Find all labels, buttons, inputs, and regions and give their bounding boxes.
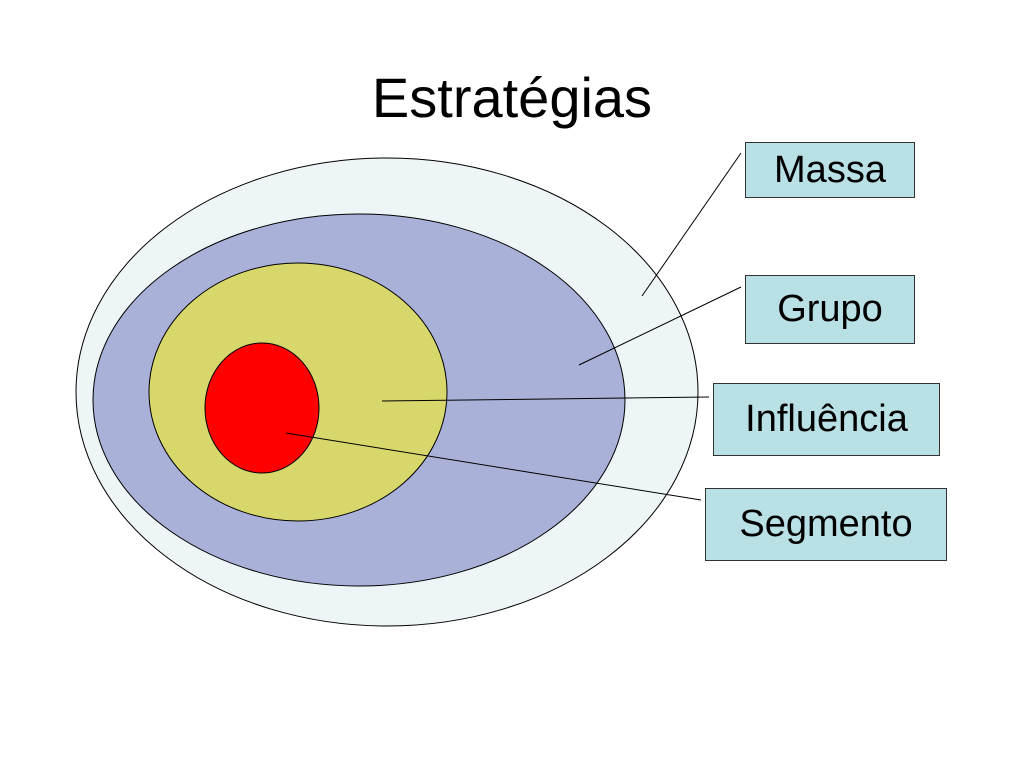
- label-massa: Massa: [745, 142, 915, 198]
- ellipse-segmento: [204, 342, 320, 474]
- connector-grupo: [578, 286, 742, 366]
- slide-title: Estratégias: [371, 66, 653, 129]
- label-segmento-text: Segmento: [739, 503, 913, 545]
- connector-influencia: [381, 396, 710, 402]
- connector-massa: [641, 152, 742, 297]
- label-grupo-text: Grupo: [777, 288, 883, 330]
- label-influencia-text: Influência: [745, 398, 908, 440]
- label-massa-text: Massa: [774, 148, 886, 191]
- label-segmento: Segmento: [705, 488, 947, 561]
- connector-segmento: [285, 432, 702, 501]
- label-influencia: Influência: [713, 383, 940, 456]
- label-grupo: Grupo: [745, 275, 915, 344]
